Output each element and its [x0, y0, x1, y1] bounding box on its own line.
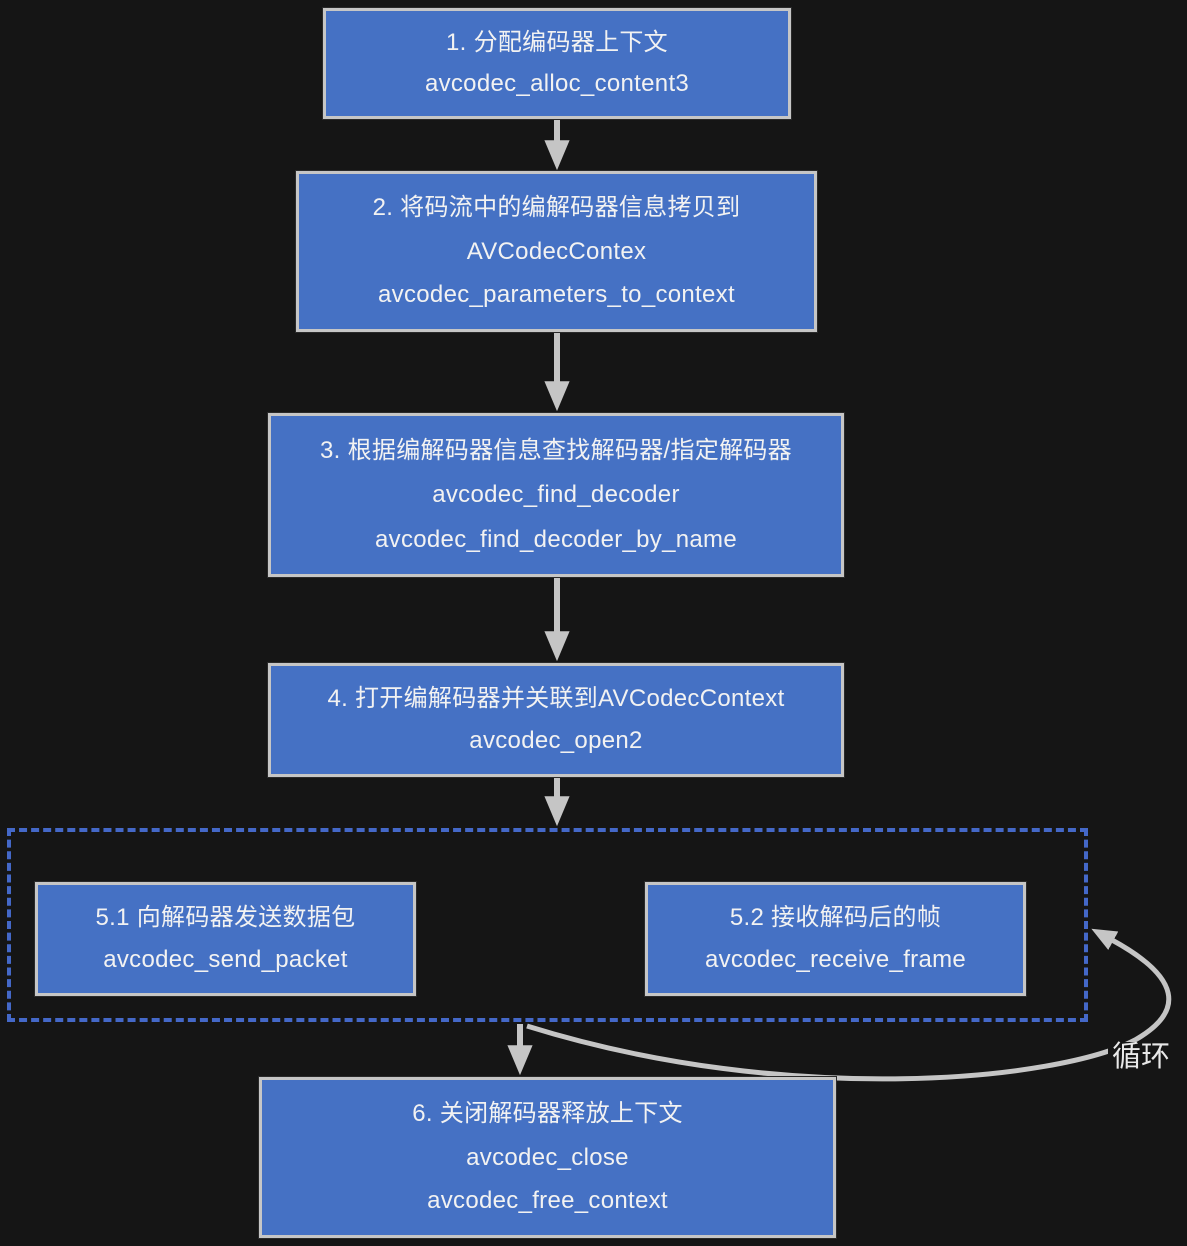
- node-step2-function: avcodec_parameters_to_context: [378, 281, 735, 309]
- node-step3-find-decoder: 3. 根据编解码器信息查找解码器/指定解码器 avcodec_find_deco…: [268, 413, 844, 577]
- node-step2-subtitle: AVCodecContex: [466, 237, 647, 265]
- node-step5-1-title: 5.1 向解码器发送数据包: [95, 903, 356, 931]
- node-step1-alloc-context: 1. 分配编码器上下文 avcodec_alloc_content3: [323, 8, 791, 119]
- node-step6-title: 6. 关闭解码器释放上下文: [412, 1100, 683, 1128]
- node-step4-open-codec: 4. 打开编解码器并关联到AVCodecContext avcodec_open…: [268, 663, 844, 777]
- node-step6-function2: avcodec_free_context: [427, 1187, 668, 1215]
- node-step1-title: 1. 分配编码器上下文: [446, 28, 668, 56]
- node-step1-function: avcodec_alloc_content3: [424, 70, 690, 98]
- node-step3-function2: avcodec_find_decoder_by_name: [375, 525, 737, 553]
- node-step5-1-function: avcodec_send_packet: [103, 946, 348, 974]
- loop-region-outline: [7, 828, 1088, 1022]
- loop-label: 循环: [1108, 1041, 1175, 1074]
- node-step5-2-receive-frame: 5.2 接收解码后的帧 avcodec_receive_frame: [645, 882, 1026, 996]
- node-step6-close-free: 6. 关闭解码器释放上下文 avcodec_close avcodec_free…: [259, 1077, 836, 1238]
- node-step5-2-function: avcodec_receive_frame: [704, 946, 967, 974]
- node-step6-function1: avcodec_close: [466, 1143, 629, 1171]
- node-step2-title: 2. 将码流中的编解码器信息拷贝到: [372, 194, 741, 222]
- node-step2-copy-params: 2. 将码流中的编解码器信息拷贝到 AVCodecContex avcodec_…: [296, 171, 817, 332]
- node-step3-function1: avcodec_find_decoder: [432, 481, 680, 509]
- node-step3-title: 3. 根据编解码器信息查找解码器/指定解码器: [320, 436, 792, 464]
- node-step5-2-title: 5.2 接收解码后的帧: [729, 903, 942, 931]
- node-step4-function: avcodec_open2: [469, 727, 643, 755]
- node-step4-title: 4. 打开编解码器并关联到AVCodecContext: [327, 684, 785, 712]
- node-step5-1-send-packet: 5.1 向解码器发送数据包 avcodec_send_packet: [35, 882, 416, 996]
